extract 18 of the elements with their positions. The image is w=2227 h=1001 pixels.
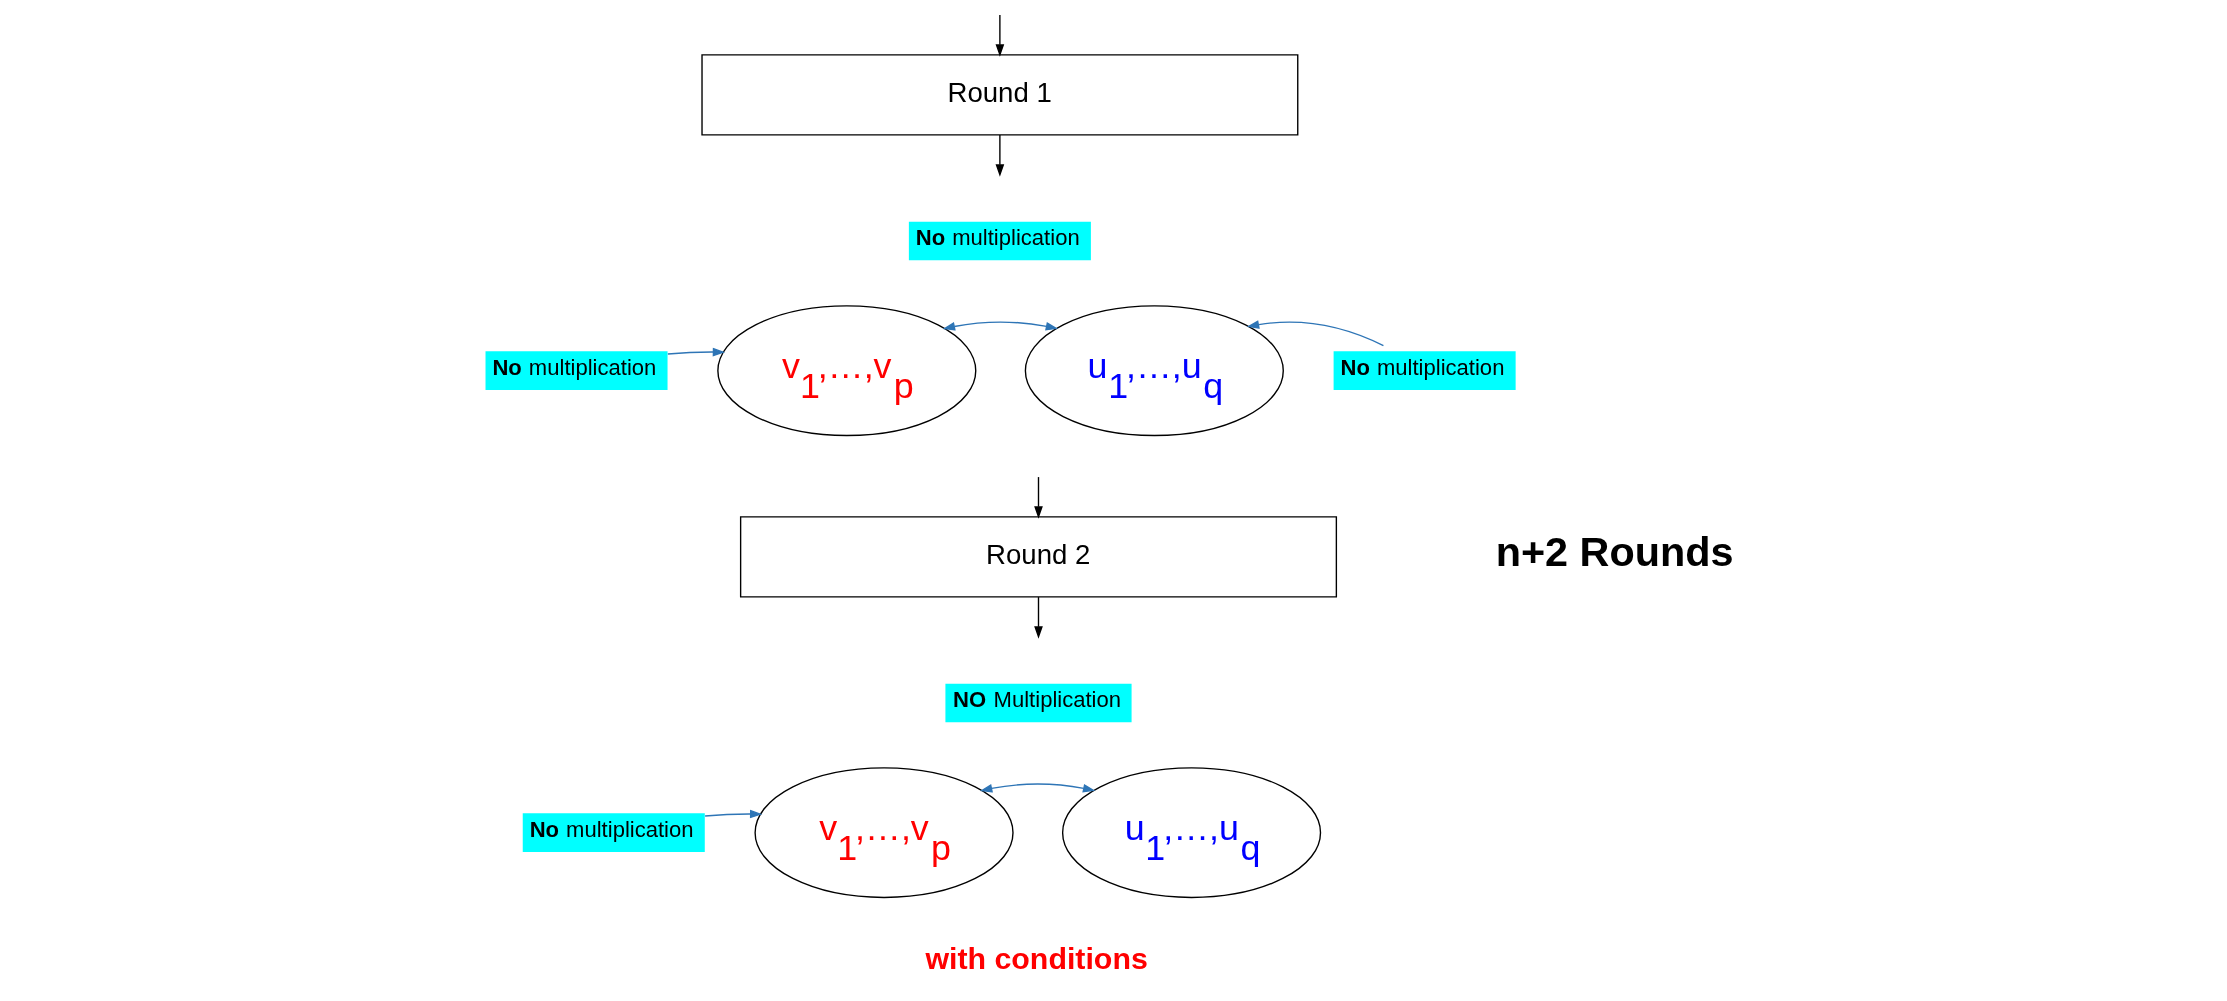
arrow [1033, 596, 1043, 639]
arrow [1033, 476, 1043, 519]
node-box: NO Multiplication [944, 683, 1132, 723]
node-box: No multiplication [1333, 351, 1516, 390]
node-box: Round 1 [700, 54, 1298, 136]
arrow [979, 783, 1095, 793]
node-box: Round 2 [739, 516, 1337, 598]
label: with conditions [924, 941, 1148, 975]
arrow [666, 347, 725, 357]
node-box: No multiplication [485, 351, 668, 390]
arrow [703, 809, 762, 819]
node-box: No multiplication [908, 221, 1091, 261]
arrow [1246, 320, 1384, 347]
node-box: No multiplication [522, 813, 705, 852]
arrow [995, 134, 1004, 177]
label: n+2 Rounds [1495, 528, 1733, 575]
arrow [995, 14, 1004, 57]
arrow [942, 321, 1058, 331]
